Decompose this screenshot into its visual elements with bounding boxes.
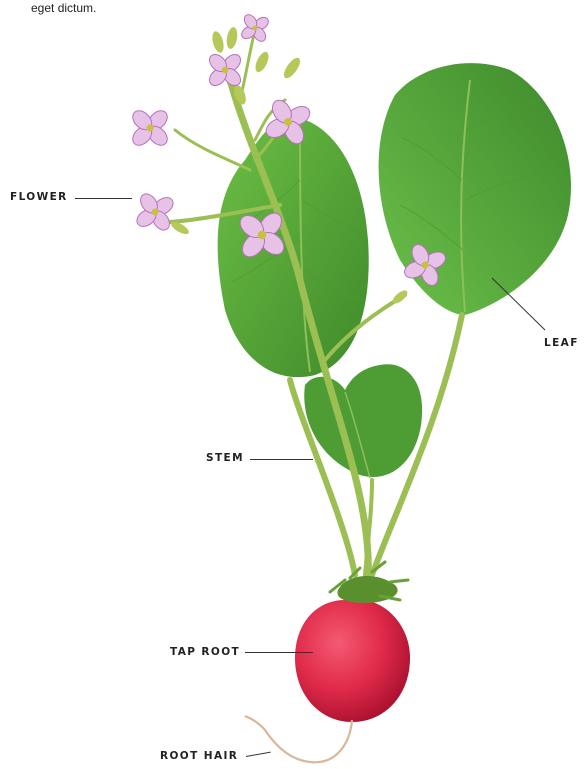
stem-label: STEM: [206, 452, 244, 464]
flower-leader-line: [75, 198, 132, 199]
flower-center: [222, 67, 228, 73]
tap-root: [295, 562, 410, 722]
root-hair: [245, 716, 352, 762]
flower-label: FLOWER: [10, 191, 68, 203]
flower-5: [206, 51, 244, 89]
tap-root-leader-line: [245, 652, 313, 653]
flower-6: [238, 11, 272, 45]
flower-center: [146, 124, 153, 131]
middle-leaf: [304, 364, 422, 478]
flower-2: [132, 189, 178, 235]
leaf-label: LEAF: [544, 337, 579, 349]
leaf-leader-line: [490, 275, 491, 276]
tap-root-label: TAP ROOT: [170, 646, 240, 658]
root-hair-label: ROOT HAIR: [160, 750, 238, 762]
stem-leader-line: [250, 459, 313, 460]
flower-1: [129, 107, 171, 149]
